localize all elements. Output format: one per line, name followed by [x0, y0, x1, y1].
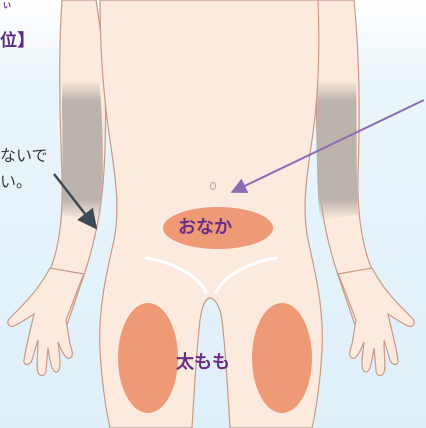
belly-zone-label: おなか [178, 213, 268, 239]
note-line-2: い。 [0, 168, 32, 192]
thigh-zone-label: 太もも [176, 348, 256, 374]
left-thigh-zone [118, 303, 178, 413]
right-thigh-zone [252, 303, 312, 413]
header-label: 位】 [0, 26, 35, 51]
note-line-1: ないで [0, 142, 48, 166]
header-ruby: い [3, 0, 11, 11]
